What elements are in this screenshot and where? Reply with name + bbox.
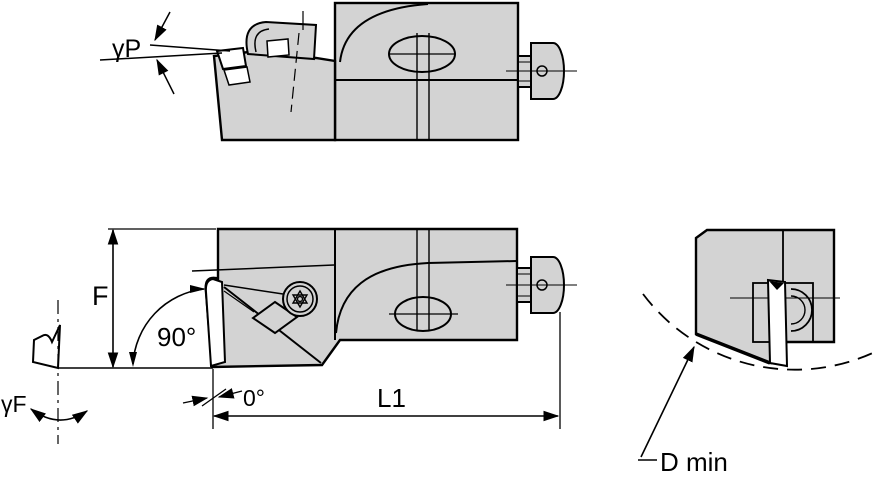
gamma-p-label: γP — [112, 35, 141, 63]
angle-90-arrow-top — [190, 285, 206, 293]
clamp-notch-top — [266, 38, 290, 58]
d-min-label: D min — [660, 447, 728, 477]
torx-triangle-2 — [291, 294, 309, 309]
gamma-p-arrow-bottom — [156, 58, 175, 95]
screw-center-dot — [296, 295, 304, 303]
angle-0-label: 0° — [243, 385, 265, 411]
tool-body-front — [204, 227, 519, 369]
f-label: F — [92, 281, 109, 311]
top-view — [99, 1, 577, 142]
insert-tip-notch-side — [769, 281, 784, 290]
front-view — [191, 227, 577, 369]
clamp-dome-inner-side — [790, 295, 806, 325]
shim-top-view — [223, 66, 251, 86]
front-view-dimensions — [29, 228, 561, 444]
clamp-boss-inner-arc — [254, 28, 270, 53]
pocket-line-upper — [223, 284, 284, 295]
side-view — [638, 228, 880, 461]
gamma-p-arrow-top — [154, 11, 171, 42]
l1-label: L1 — [377, 383, 406, 413]
angle-0-tilt-line — [201, 388, 227, 407]
d-min-arc — [642, 293, 880, 371]
gamma-f-arc — [29, 408, 89, 424]
angle-0-arrow-left — [182, 395, 209, 407]
torx-triangle-1 — [291, 289, 309, 304]
clamp-screw-inner — [286, 285, 314, 313]
rake-line-lower — [99, 52, 223, 61]
clamp-dome-outer-side — [790, 288, 813, 332]
clamp-screw-outer — [282, 281, 318, 317]
angle-90-label: 90° — [157, 322, 196, 352]
insert-side-view — [766, 278, 789, 368]
d-min-leader — [640, 345, 695, 458]
fillet-arc-front — [335, 260, 518, 334]
angle-90-arrow-bottom — [129, 352, 137, 367]
insert-top-view — [215, 46, 248, 71]
head-edge-line-front — [191, 264, 335, 272]
insert-edge-strip-front — [204, 277, 227, 368]
rake-line-upper — [149, 44, 231, 52]
fillet-arc-top — [339, 3, 429, 63]
pocket-line-lower — [223, 290, 255, 313]
angle-0-arrow-right — [217, 388, 243, 399]
screw-axis-dashed — [290, 32, 300, 113]
cutting-edge-side — [695, 332, 771, 365]
workpiece-profile — [31, 324, 61, 370]
gamma-f-label: γF — [1, 391, 27, 417]
